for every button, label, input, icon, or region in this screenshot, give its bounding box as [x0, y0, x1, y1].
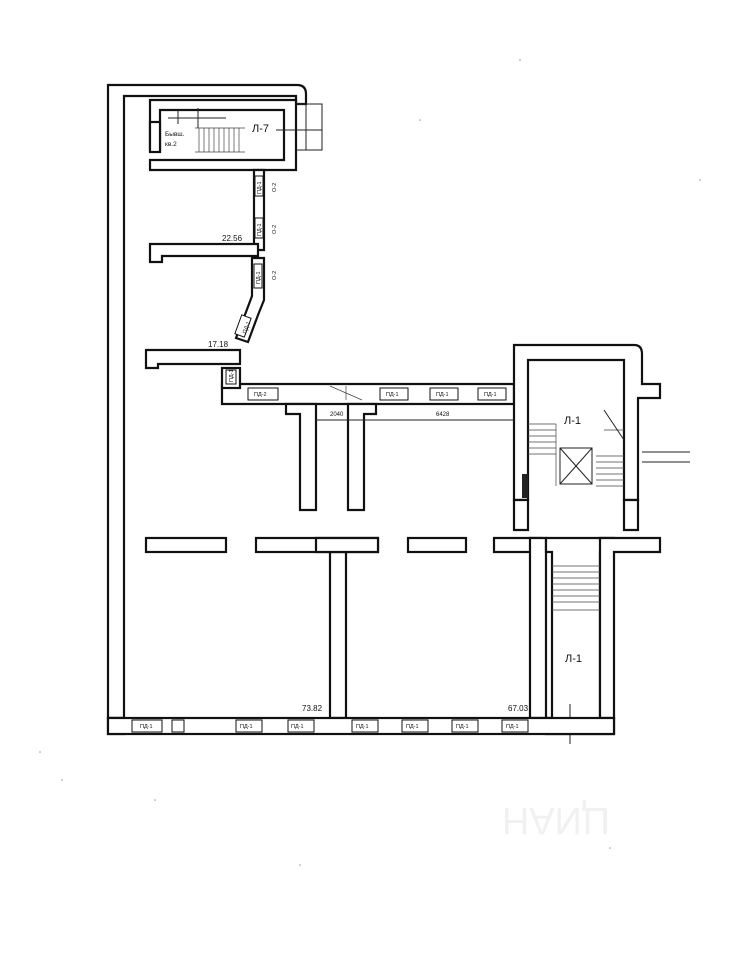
hall-divider-cap: [314, 536, 380, 554]
hall-top-wall-3: [406, 536, 468, 554]
svg-text:О-2: О-2: [272, 225, 278, 234]
stair-label-top: Л-7: [252, 123, 269, 135]
tower-lower-band-right: [622, 498, 640, 532]
svg-text:ПД-1: ПД-1: [256, 271, 262, 284]
corridor-column-2: [346, 402, 378, 512]
dimension-left: 2040: [330, 412, 344, 418]
upper-room-bottom-wall: [148, 242, 260, 264]
bottom-windows: [131, 719, 529, 733]
svg-text:ПД-1: ПД-1: [140, 724, 153, 730]
stair-tower-top: [512, 343, 662, 502]
svg-text:О-2: О-2: [272, 183, 278, 192]
svg-text:ПД-1: ПД-1: [484, 392, 497, 398]
svg-text:ПД-1: ПД-1: [257, 223, 263, 236]
stair-note-line-2: кв.2: [165, 141, 177, 148]
area-hall-right: 67.03: [508, 704, 529, 713]
svg-text:ПД-1: ПД-1: [406, 724, 419, 730]
svg-text:О-2: О-2: [272, 271, 278, 280]
area-hall-left: 73.82: [302, 704, 323, 713]
stair-tower-right-stub: [642, 451, 690, 463]
svg-text:ПД-1: ПД-1: [506, 724, 519, 730]
stair-block-top-left-pier: [148, 120, 162, 154]
svg-text:ПД-1: ПД-1: [257, 181, 263, 194]
stair-top-steps: [168, 108, 245, 153]
top-porch: [276, 103, 323, 151]
svg-text:ПД-2: ПД-2: [254, 392, 267, 398]
area-room-middle: 17.18: [208, 340, 229, 349]
hall-divider: [328, 550, 348, 720]
dimension-right: 6428: [436, 412, 450, 418]
stair-note-line-1: Бывш.: [165, 131, 185, 138]
svg-text:ПД-1: ПД-1: [229, 369, 235, 382]
svg-text:ПД-1: ПД-1: [356, 724, 369, 730]
scan-specks: [39, 59, 701, 866]
middle-room-bottom-wall: [144, 348, 242, 370]
watermark: ЦИАН: [502, 799, 610, 841]
svg-text:ПД-1: ПД-1: [240, 724, 253, 730]
corridor-bottom-wall: [284, 402, 318, 512]
right-hall-right-wall: [528, 536, 548, 720]
window-tags: ПД-1 ПД-1 ПД-1 ПД-1 ПД-1 ПД-1 ПД-1 ПД-2 …: [140, 181, 519, 730]
svg-text:ПД-1: ПД-1: [291, 724, 304, 730]
svg-text:ПД-1: ПД-1: [242, 321, 252, 335]
stair-bottom-steps: [552, 565, 600, 744]
svg-text:ПД-1: ПД-1: [436, 392, 449, 398]
stair-label-bottom: Л-1: [565, 653, 582, 665]
svg-text:ПД-1: ПД-1: [386, 392, 399, 398]
lower-stair-shaft-right: [598, 536, 662, 720]
svg-text:ПД-1: ПД-1: [456, 724, 469, 730]
tower-jamb: [522, 474, 528, 498]
vertical-windows: [225, 175, 264, 385]
hall-top-wall-1: [144, 536, 228, 554]
stair-right-steps: [528, 409, 625, 487]
area-room-upper: 22.56: [222, 234, 243, 243]
outer-wall-left: [106, 83, 308, 720]
stair-label-right: Л-1: [564, 415, 581, 427]
corridor-windows: [247, 387, 507, 401]
tower-lower-band: [512, 498, 530, 532]
